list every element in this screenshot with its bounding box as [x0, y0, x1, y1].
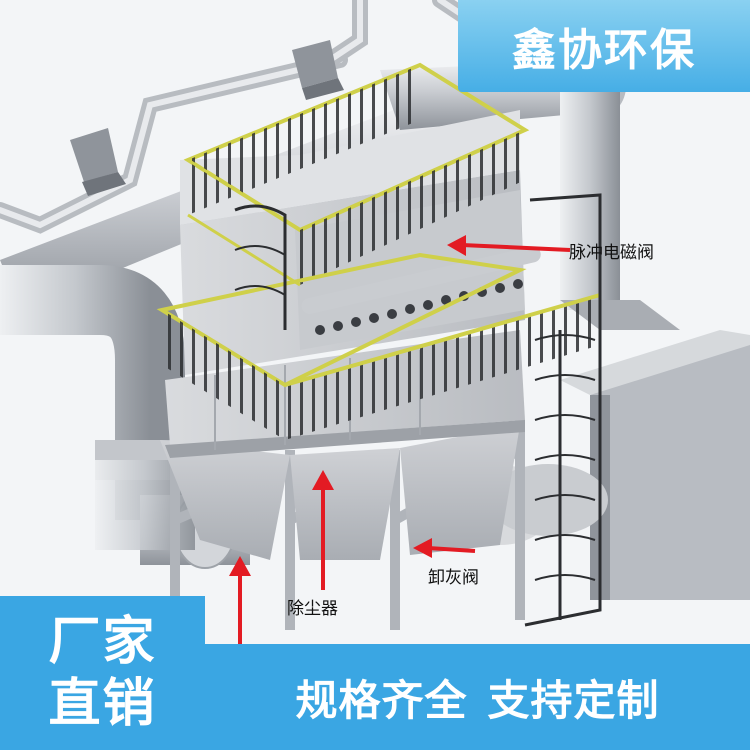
- lower-railing: [156, 252, 601, 440]
- callout-discharge-valve: 卸灰阀: [428, 568, 479, 588]
- callout-dust-collector: 除尘器: [287, 599, 338, 619]
- ash-hoppers: [160, 425, 520, 560]
- access-ladder: [234, 193, 602, 627]
- brand-badge: 鑫协环保: [458, 0, 750, 92]
- slogan-part1: 规格齐全: [295, 675, 468, 725]
- suction-hoods: [70, 40, 344, 196]
- slogan-part2: 支持定制: [487, 675, 660, 725]
- factory-direct-line2: 直销: [48, 674, 157, 734]
- factory-direct-badge: 厂家 直销: [0, 596, 205, 750]
- factory-direct-line1: 厂家: [48, 612, 157, 672]
- equipment-box: [560, 330, 750, 600]
- slogan-bar: 规格齐全 支持定制: [205, 644, 750, 750]
- callout-pulse-valve: 脉冲电磁阀: [569, 243, 654, 263]
- inlet-pipe: [0, 265, 250, 569]
- callout-arrows: [229, 235, 571, 650]
